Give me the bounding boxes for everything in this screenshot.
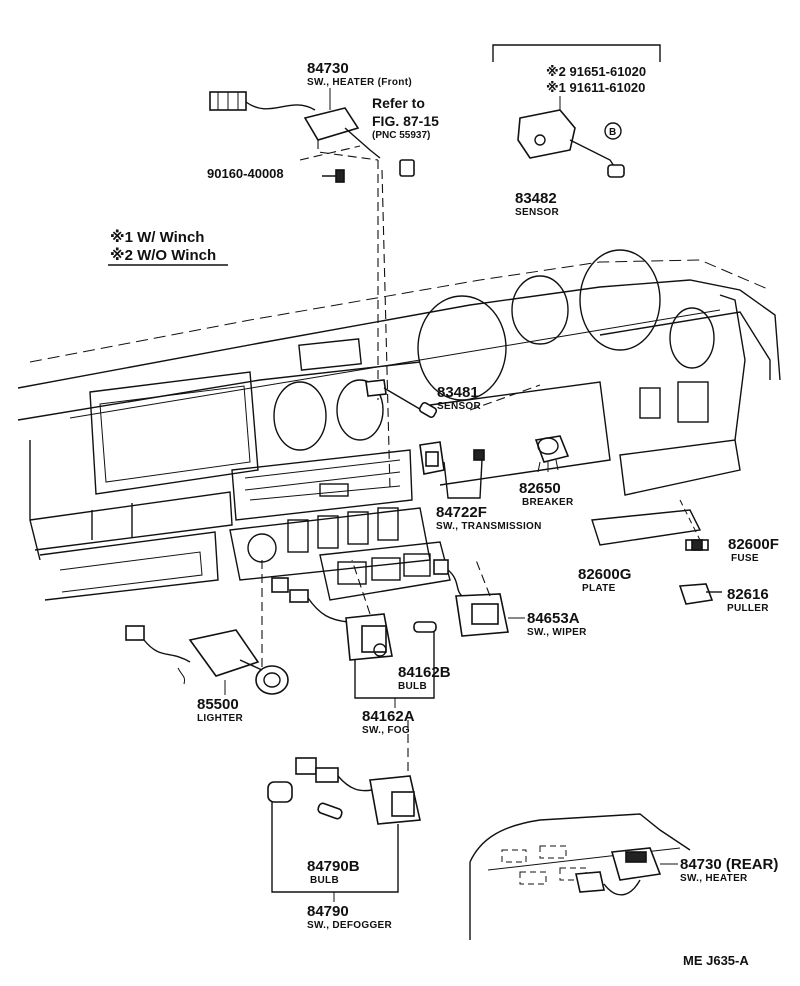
connector-icon [433,559,449,575]
part-name: SW., HEATER (Front) [307,77,412,88]
part-number: 84790 [307,903,349,920]
part-number: 82616 [727,586,769,603]
bulb-icon [413,621,437,633]
callout-b [604,122,622,140]
clip-icon [399,159,415,177]
part-name: SW., FOG [362,725,410,736]
part-name: SENSOR [437,401,482,412]
lighter-icon [188,629,260,677]
screw-icon [335,169,345,183]
sensor-icon [365,379,387,397]
legend-no-winch: ※2 W/O Winch [110,246,216,264]
part-84730-rear: 84730 (REAR) SW., HEATER [469,813,778,940]
heater-switch-icon [303,107,360,141]
part-name: SW., HEATER [680,873,748,884]
part-90160-40008: 90160-40008 [207,166,345,183]
part-number: 84730 [307,60,349,77]
part-85500: 85500 LIGHTER [125,560,289,724]
part-number: 83482 [515,190,557,207]
part-number: 90160-40008 [207,166,284,181]
connector-icon [125,625,145,641]
part-name: BULB [398,681,427,692]
part-name: BULB [310,875,339,886]
connector-icon [295,757,317,775]
part-number: 82650 [519,480,561,497]
legend-winch: ※1 W/ Winch [110,228,204,246]
part-name: PULLER [727,603,769,614]
socket-icon [267,781,293,803]
part-name: BREAKER [522,497,574,508]
part-82616: 82616 PULLER [678,583,769,614]
part-name: SENSOR [515,207,560,218]
part-84653A: 84653A SW., WIPER [433,559,587,638]
connector-icon [575,871,605,893]
part-number: ※2 91651-61020 [546,64,646,79]
drawing-code: ME J635-A [683,953,749,968]
part-name: SW., DEFOGGER [307,920,392,931]
part-number: 84653A [527,610,580,627]
part-84790: 84790B BULB 84790 SW., DEFOGGER [267,720,421,931]
part-number: 84790B [307,858,360,875]
part-name: LIGHTER [197,713,243,724]
refer-to-label: Refer to [372,95,425,111]
part-83482: ※2 91651-61020 ※1 91611-61020 B 83482 SE… [492,44,661,218]
part-number: 84162A [362,708,415,725]
part-84730-front: 84730 SW., HEATER (Front) [209,60,412,161]
dashboard-outline [17,249,781,601]
figure-reference: FIG. 87-15 [372,113,439,129]
reference-note: Refer to FIG. 87-15 (PNC 55937) [372,95,439,177]
part-number: 84722F [436,504,487,521]
part-name: SW., WIPER [527,627,587,638]
part-84722F: 84722F SW., TRANSMISSION [419,441,542,532]
pnc-reference: (PNC 55937) [372,130,430,141]
sensor-icon [517,109,576,159]
part-82650: 82650 BREAKER [519,435,574,508]
part-84162A: 84162B BULB 84162A SW., FOG [271,559,451,736]
part-number: 82600F [728,536,779,553]
part-number: 84730 (REAR) [680,856,778,873]
heater-switch-icon [610,847,662,881]
part-number: 83481 [437,384,479,401]
part-number: 84162B [398,664,451,681]
part-name: FUSE [731,553,759,564]
bulb-icon [317,802,343,820]
callout-b-label: B [609,127,616,138]
connector-icon [271,577,289,593]
part-number: 85500 [197,696,239,713]
puller-icon [678,583,714,605]
part-83481: 83481 SENSOR [365,379,482,419]
screw-icon [473,449,485,461]
part-number: ※1 91611-61020 [546,80,645,95]
part-82600F: 82600F FUSE [679,499,779,564]
breaker-icon [534,435,570,463]
part-82600G: 82600G PLATE [578,566,631,594]
legend: ※1 W/ Winch ※2 W/O Winch [108,228,228,266]
part-number: 82600G [578,566,631,583]
part-name: SW., TRANSMISSION [436,521,542,532]
part-name: PLATE [582,583,616,594]
